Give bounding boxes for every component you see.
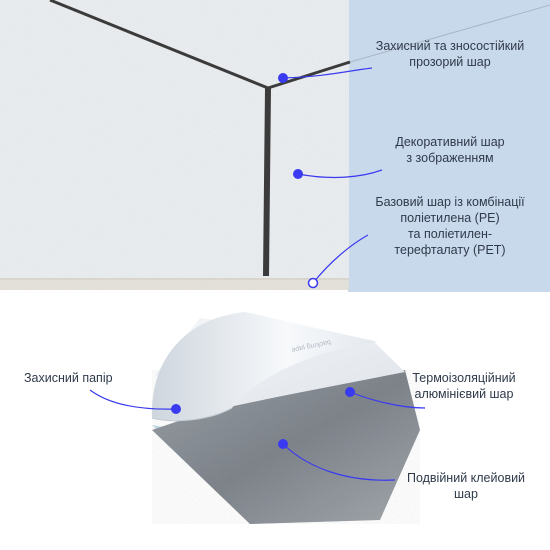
blue-background-panel — [348, 0, 550, 292]
leader-paper — [89, 389, 177, 410]
base-layer-edge — [0, 278, 349, 290]
leader-protective — [282, 67, 373, 79]
marker-base — [307, 277, 319, 289]
marker-protective — [278, 73, 288, 83]
top-panel — [0, 0, 550, 292]
label-protective-paper: Захисний папір — [24, 371, 113, 385]
leader-base — [312, 234, 369, 284]
leader-foil — [349, 391, 426, 409]
label-decorative-layer: Декоративний шар з зображенням — [395, 135, 505, 165]
label-adhesive-layer: Подвійний клейовий шар — [406, 471, 526, 501]
label-foil-layer: Термоізоляційний алюмінієвий шар — [412, 371, 516, 401]
label-base-layer: Базовий шар із комбінації поліетилена (P… — [375, 195, 525, 257]
marker-paper — [171, 404, 181, 414]
leader-decorative — [297, 169, 383, 179]
tile-seam-vertical — [263, 87, 271, 277]
leader-adhesive — [282, 443, 396, 481]
label-protective-layer: Захисний та зносостійкий прозорий шар — [375, 39, 525, 69]
marker-adhesive — [278, 439, 288, 449]
marker-decorative — [293, 169, 303, 179]
backing-paper-curl — [151, 312, 378, 421]
marker-foil — [345, 387, 355, 397]
bottom-panel: ǝdɐʇ ƃuıʞɔɐq — [89, 312, 426, 524]
material-sample-top — [0, 0, 349, 290]
